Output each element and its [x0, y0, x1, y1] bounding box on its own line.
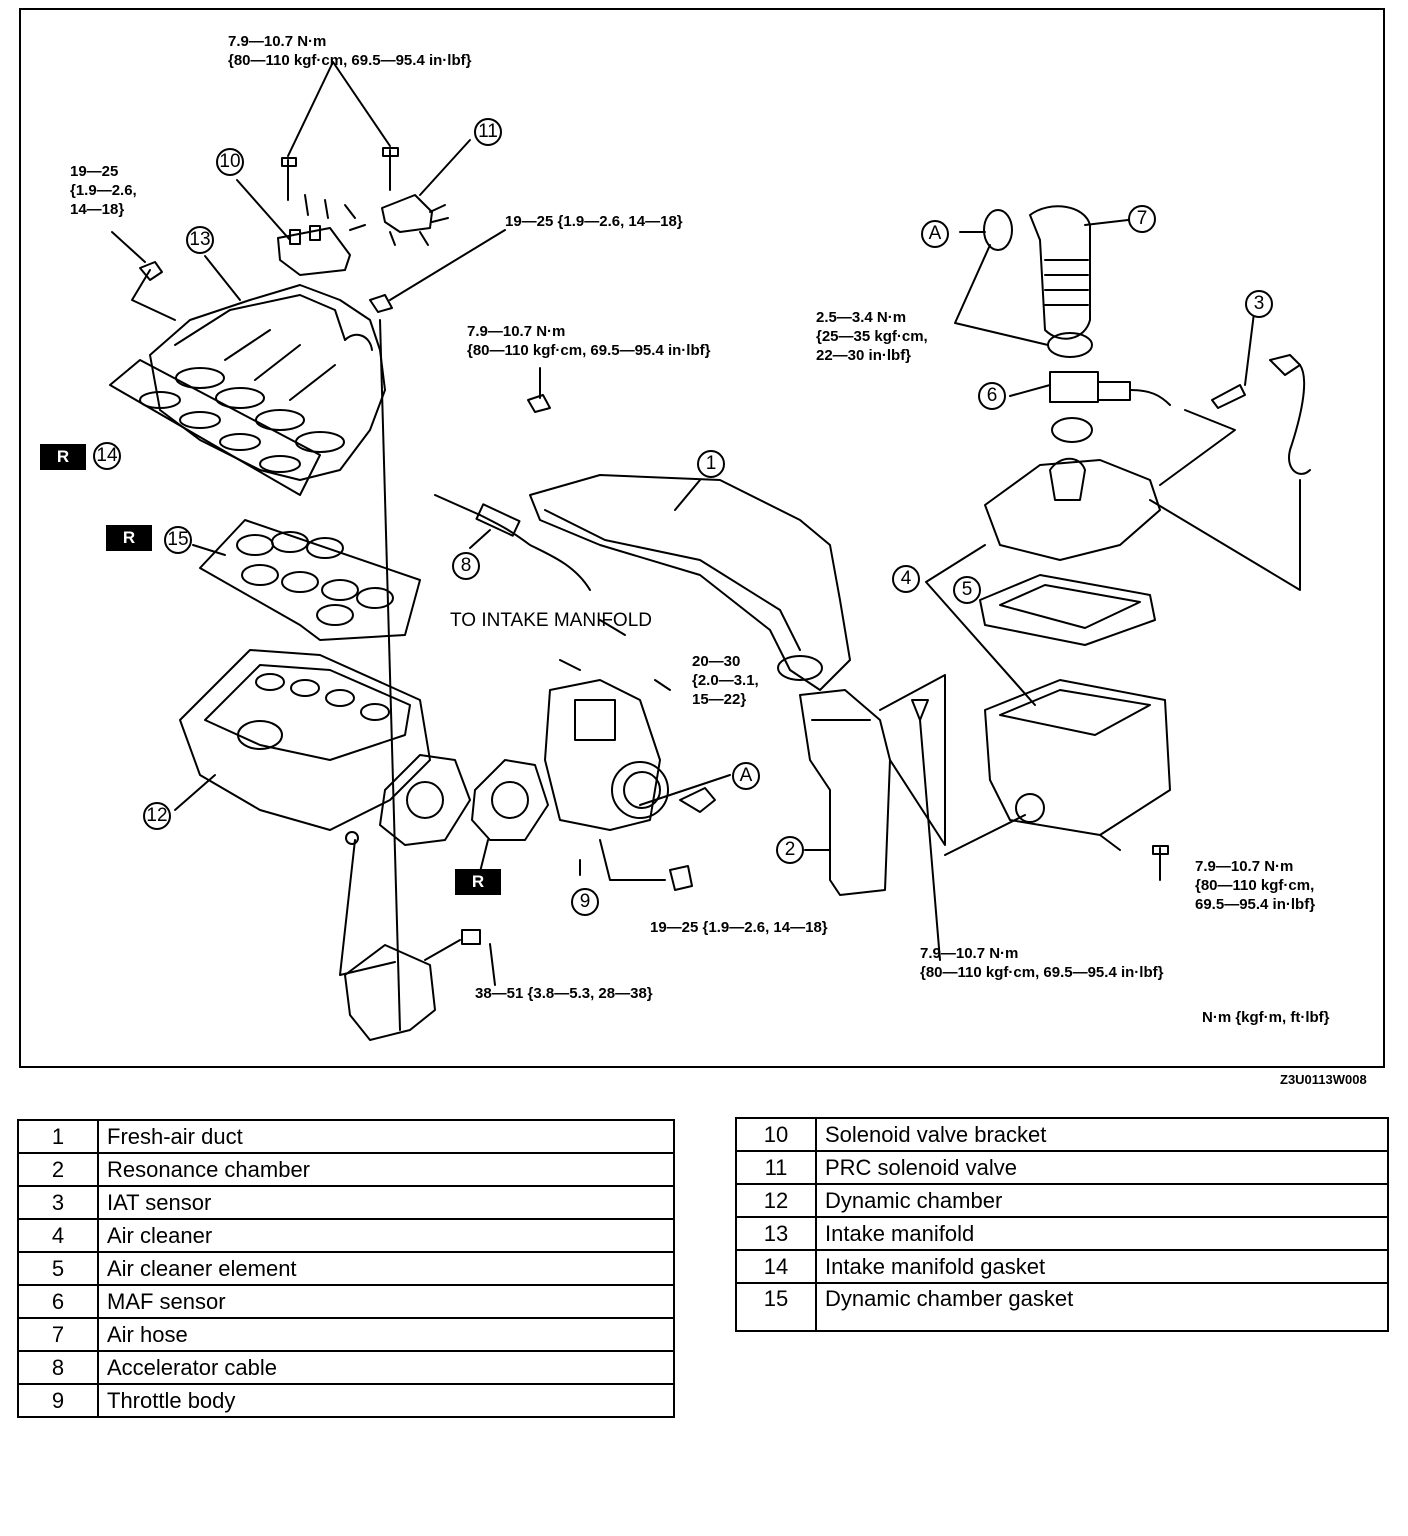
exploded-diagram [109, 61, 1311, 1041]
replace-badge-15: R [106, 525, 152, 551]
replace-badge-gasket: R [455, 869, 501, 895]
legend-number: 10 [735, 1117, 817, 1152]
legend-number: 9 [17, 1383, 99, 1418]
legend-name: IAT sensor [97, 1185, 675, 1220]
torque-body: 19—25 {1.9—2.6, 14—18} [650, 919, 828, 936]
replace-badge-14: R [40, 444, 86, 470]
legend-name: MAF sensor [97, 1284, 675, 1319]
torque-bracket: 38—51 {3.8—5.3, 28—38} [475, 985, 653, 1002]
legend-number: 1 [17, 1119, 99, 1154]
callout-11: 11 [474, 118, 502, 146]
diagram-frame [19, 8, 1385, 1068]
legend-name: Resonance chamber [97, 1152, 675, 1187]
torque-duct: 7.9—10.7 N·m{80—110 kgf·cm, 69.5—95.4 in… [467, 323, 711, 359]
legend-name: Accelerator cable [97, 1350, 675, 1385]
reference-a-left: A [921, 220, 949, 248]
legend-name: Fresh-air duct [97, 1119, 675, 1154]
legend-number: 2 [17, 1152, 99, 1187]
callout-5: 5 [953, 576, 981, 604]
callout-13: 13 [186, 226, 214, 254]
legend-number: 3 [17, 1185, 99, 1220]
air-hose-drawing [954, 205, 1129, 358]
legend-number: 12 [735, 1183, 817, 1218]
legend-number: 7 [17, 1317, 99, 1352]
legend-number: 15 [735, 1282, 817, 1332]
legend-name: Intake manifold [815, 1216, 1389, 1251]
air-cleaner-drawing [925, 457, 1171, 881]
torque-units: N·m {kgf·m, ft·lbf} [1202, 1009, 1330, 1026]
maf-sensor-drawing [1009, 371, 1171, 443]
legend-name: Air cleaner element [97, 1251, 675, 1286]
callout-4: 4 [892, 565, 920, 593]
callout-12: 12 [143, 802, 171, 830]
iat-sensor-drawing [1149, 304, 1311, 591]
manifold-gasket-drawing [109, 359, 321, 496]
torque-top: 7.9—10.7 N·m{80—110 kgf·cm, 69.5—95.4 in… [228, 33, 472, 69]
legend-number: 8 [17, 1350, 99, 1385]
torque-throttle: 20—30{2.0—3.1,15—22} [692, 653, 759, 708]
solenoid-bracket-drawing [277, 147, 399, 276]
legend-name: Dynamic chamber [815, 1183, 1389, 1218]
callout-1: 1 [697, 450, 725, 478]
torque-resonance: 7.9—10.7 N·m{80—110 kgf·cm, 69.5—95.4 in… [920, 945, 1164, 981]
prc-valve-drawing [381, 194, 449, 246]
callout-10: 10 [216, 148, 244, 176]
legend-number: 11 [735, 1150, 817, 1185]
legend-number: 5 [17, 1251, 99, 1286]
legend-number: 6 [17, 1284, 99, 1319]
torque-cleaner: 7.9—10.7 N·m{80—110 kgf·cm,69.5—95.4 in·… [1195, 858, 1316, 913]
intake-manifold-drawing [149, 284, 386, 481]
throttle-body-drawing [544, 619, 731, 891]
legend-name: Throttle body [97, 1383, 675, 1418]
callout-7: 7 [1128, 205, 1156, 233]
torque-top-left: 19—25{1.9—2.6,14—18} [70, 163, 137, 218]
accelerator-cable-drawing [434, 494, 591, 591]
legend-number: 14 [735, 1249, 817, 1284]
callout-15: 15 [164, 526, 192, 554]
legend-name: Dynamic chamber gasket [815, 1282, 1389, 1332]
legend-name: Air cleaner [97, 1218, 675, 1253]
legend-name: Solenoid valve bracket [815, 1117, 1389, 1152]
torque-clamp: 2.5—3.4 N·m{25—35 kgf·cm,22—30 in·lbf} [816, 309, 928, 364]
torque-mid-top: 19—25 {1.9—2.6, 14—18} [505, 213, 683, 230]
to-intake-manifold-label: TO INTAKE MANIFOLD [450, 610, 652, 631]
legend-name: Air hose [97, 1317, 675, 1352]
legend-name: Intake manifold gasket [815, 1249, 1389, 1284]
callout-8: 8 [452, 552, 480, 580]
reference-a-right: A [732, 762, 760, 790]
callout-6: 6 [978, 382, 1006, 410]
callout-2: 2 [776, 836, 804, 864]
dynamic-chamber-drawing [174, 649, 431, 831]
resonance-chamber-drawing [799, 674, 946, 961]
legend-name: PRC solenoid valve [815, 1150, 1389, 1185]
callout-9: 9 [571, 888, 599, 916]
legend-number: 4 [17, 1218, 99, 1253]
callout-14: 14 [93, 442, 121, 470]
dynamic-chamber-gasket-drawing [192, 519, 421, 641]
figure-code: Z3U0113W008 [1280, 1072, 1367, 1087]
callout-3: 3 [1245, 290, 1273, 318]
legend-number: 13 [735, 1216, 817, 1251]
fresh-air-duct-drawing [529, 474, 851, 691]
